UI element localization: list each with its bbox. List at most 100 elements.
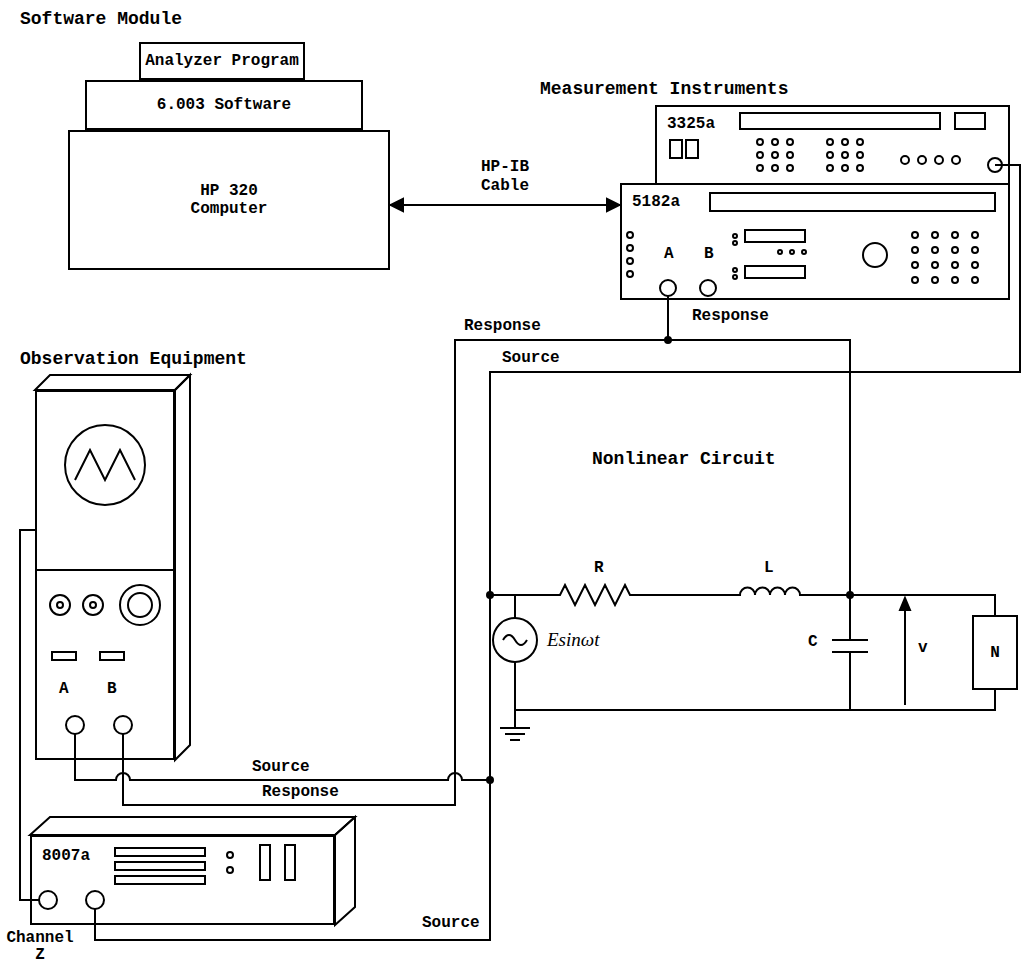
junction-dot — [487, 337, 853, 783]
circuit-wire — [667, 296, 669, 340]
voltage-source-symbol — [493, 618, 537, 662]
box-label: N — [974, 643, 1016, 661]
instrument-panel — [935, 156, 943, 164]
box-label: 6.003 Software — [87, 96, 361, 114]
instrument-panel — [972, 247, 978, 253]
instrument-panel — [733, 241, 737, 245]
oscilloscope-body — [120, 585, 160, 625]
software-box: 6.003 Software — [85, 80, 363, 130]
group-heading: Software Module — [18, 10, 184, 30]
voltage-source-symbol — [493, 595, 537, 710]
capacitor-symbol — [832, 595, 868, 710]
oscilloscope-body — [114, 716, 132, 734]
jack-label: B — [107, 680, 117, 698]
voltage-label: v — [916, 640, 930, 658]
jack-label: A — [664, 245, 674, 263]
junction-dot — [665, 337, 671, 343]
instrument-panel — [972, 262, 978, 268]
oscilloscope-body — [83, 595, 103, 615]
instrument-panel — [827, 139, 833, 145]
junction-dot — [487, 777, 493, 783]
box-label: HP 320 Computer — [164, 182, 294, 219]
instrument-panel — [670, 113, 1002, 172]
generator-body — [86, 891, 104, 909]
instrument-panel — [787, 165, 793, 171]
signal-name: Response — [260, 784, 341, 802]
generator-body — [39, 891, 57, 909]
circuit-wire — [95, 165, 1020, 940]
instrument-panel — [952, 262, 958, 268]
generator-body — [227, 852, 233, 858]
signal-name: Source — [420, 915, 482, 933]
ground-symbol — [500, 710, 530, 740]
instrument-panel — [827, 165, 833, 171]
component-label: L — [762, 560, 776, 578]
generator-body — [335, 817, 355, 925]
oscilloscope-body — [52, 652, 76, 660]
instrument-panel — [912, 247, 918, 253]
voltage-source-symbol — [514, 662, 516, 710]
generator-body — [285, 845, 295, 880]
channel-label: Channel Z — [2, 930, 78, 964]
circuit-heading: Nonlinear Circuit — [590, 450, 778, 470]
box-label: A — [59, 680, 69, 698]
signal-name: Source — [500, 350, 562, 368]
instrument-panel — [757, 152, 763, 158]
instrument-panel — [733, 275, 737, 279]
box-label: Analyzer Program — [141, 52, 303, 70]
computer-box: HP 320 Computer — [68, 130, 390, 270]
source-label: Esinωt — [545, 630, 601, 651]
instrument-panel — [842, 165, 848, 171]
instrument-panel — [932, 232, 938, 238]
instrument-panel — [772, 152, 778, 158]
generator-body — [115, 876, 205, 884]
instrument-panel — [857, 139, 863, 145]
ground-symbol — [500, 710, 530, 740]
generator-body — [30, 817, 355, 925]
group-heading: Measurement Instruments — [538, 80, 790, 100]
instrument-panel — [842, 152, 848, 158]
voltage-arrow — [900, 598, 910, 705]
instrument-panel — [686, 140, 698, 158]
instrument-panel — [627, 271, 633, 277]
instrument-panel — [627, 245, 633, 251]
oscilloscope-body — [75, 450, 135, 480]
instrument-panel — [627, 193, 995, 296]
generator-body — [115, 848, 205, 856]
generator-body — [30, 817, 355, 835]
generator-body — [115, 862, 205, 870]
instrument-panel — [787, 152, 793, 158]
instrument-box: 5182aA B — [620, 183, 1010, 300]
group-heading: Observation Equipment — [18, 350, 249, 370]
signal-name: Source — [250, 759, 312, 777]
instrument-panel — [790, 250, 794, 254]
instrument-panel — [627, 258, 633, 264]
generator-box: 8007a — [30, 835, 335, 925]
signal-name: Response — [462, 318, 543, 336]
circuit-wire — [123, 340, 850, 805]
circuit-wire — [515, 690, 995, 710]
instrument-panel — [952, 247, 958, 253]
generator-body — [227, 867, 233, 873]
oscilloscope-body — [57, 602, 63, 608]
jack-label: B — [704, 245, 714, 263]
instrument-panel — [952, 277, 958, 283]
instrument-panel — [932, 277, 938, 283]
component-label: R — [592, 560, 606, 578]
circuit-wire — [75, 165, 1020, 940]
connector — [20, 530, 35, 900]
junction-dot — [487, 592, 493, 598]
instrument-box: 3325a — [655, 105, 1010, 185]
instrument-panel — [857, 165, 863, 171]
box-label: 5182a — [632, 193, 680, 211]
circuit-wire — [75, 734, 490, 780]
instrument-panel — [757, 165, 763, 171]
nonlinear-element-box: N — [972, 615, 1018, 690]
connector-label: HP-IB Cable — [468, 158, 542, 195]
component-label: C — [806, 634, 820, 652]
instrument-panel — [757, 139, 763, 145]
instrument-panel — [670, 140, 682, 158]
